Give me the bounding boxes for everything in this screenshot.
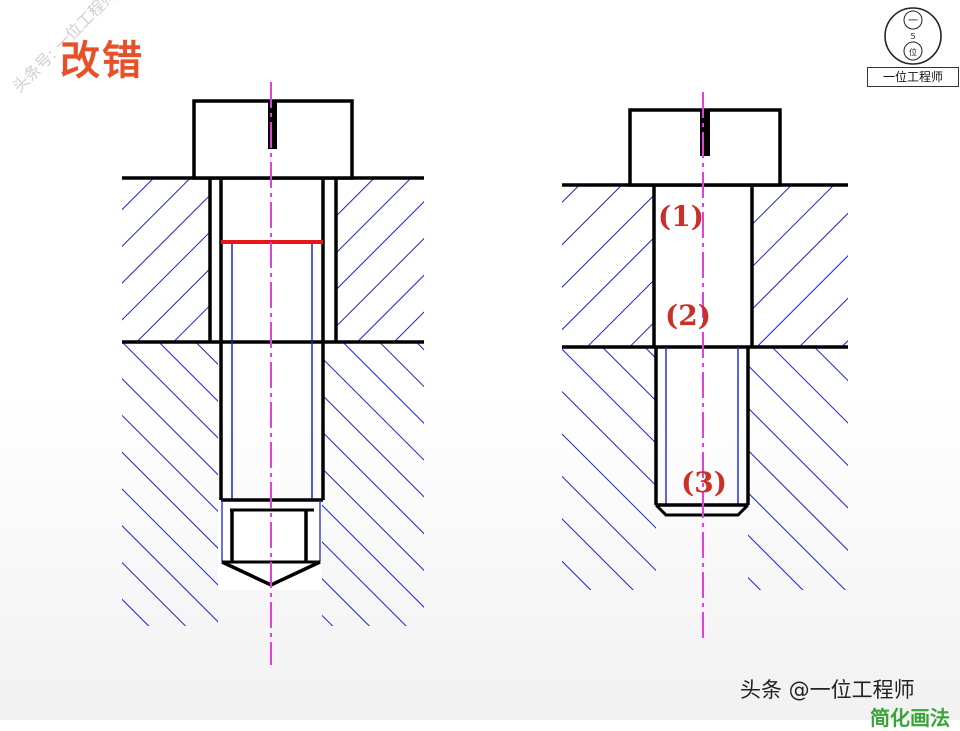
label-2: (2) [665, 299, 711, 332]
logo: 一 5 位 一位工程师 [867, 3, 959, 87]
right-figure: (1) (2) (3) [562, 92, 848, 640]
footer-credit: 头条 @一位工程师 [740, 678, 915, 702]
right-screw-slot [700, 110, 710, 156]
logo-glyph-top: 一 [908, 16, 918, 27]
label-3: (3) [681, 466, 727, 499]
logo-glyph-bottom: 位 [909, 47, 917, 57]
right-lower-right-hatch [748, 347, 848, 590]
left-figure [122, 82, 424, 665]
right-lower-left-hatch [562, 347, 656, 590]
footer-tag: 简化画法 [870, 706, 950, 730]
right-upper-right-hatch [752, 185, 848, 347]
logo-caption: 一位工程师 [867, 67, 959, 87]
upper-plate-left-hatch [122, 178, 210, 342]
page-title: 改错 [60, 38, 144, 84]
screw-slot [268, 101, 277, 149]
right-upper-left-hatch [562, 185, 654, 347]
lower-plate-right-hatch [322, 342, 424, 626]
logo-glyph-mid: 5 [910, 32, 915, 41]
upper-plate-right-hatch [336, 178, 424, 342]
logo-emblem-icon: 一 5 位 [884, 7, 942, 65]
lower-plate-left-hatch [122, 342, 218, 626]
label-1: (1) [658, 200, 704, 233]
